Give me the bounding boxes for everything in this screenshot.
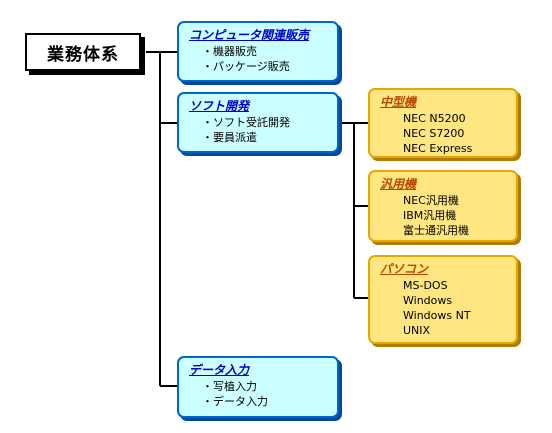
- platform-item: MS-DOS: [403, 279, 448, 292]
- root-label: 業務体系: [47, 44, 119, 65]
- category-items: ・写植入力 ・データ入力: [202, 379, 268, 409]
- category-item: ・パッケージ販売: [202, 60, 290, 73]
- platform-title: パソコン: [380, 262, 429, 276]
- platform-mainframe: 汎用機 NEC汎用機 IBM汎用機 富士通汎用機: [368, 170, 518, 242]
- platform-title: 中型機: [380, 95, 417, 109]
- category-title: コンピュータ関連販売: [189, 28, 310, 42]
- platform-item: IBM汎用機: [403, 209, 457, 222]
- category-item: ・ソフト受託開発: [202, 116, 290, 129]
- category-computer-sales: コンピュータ関連販売 ・機器販売 ・パッケージ販売: [177, 21, 339, 82]
- category-items: ・機器販売 ・パッケージ販売: [202, 44, 290, 74]
- platform-item: Windows NT: [403, 309, 471, 322]
- category-item: ・データ入力: [202, 395, 268, 408]
- platform-item: 富士通汎用機: [403, 224, 469, 237]
- platform-item: Windows: [403, 294, 453, 307]
- platform-items: MS-DOS Windows Windows NT UNIX: [403, 278, 471, 338]
- platform-item: NEC N5200: [403, 112, 466, 125]
- category-title: データ入力: [189, 363, 250, 377]
- platform-item: NEC汎用機: [403, 194, 459, 207]
- platform-item: NEC S7200: [403, 127, 465, 140]
- category-item: ・機器販売: [202, 45, 257, 58]
- platform-item: NEC Express: [403, 142, 473, 155]
- platform-items: NEC汎用機 IBM汎用機 富士通汎用機: [403, 193, 469, 238]
- business-system-root: 業務体系: [25, 33, 141, 71]
- category-title: ソフト開発: [189, 99, 250, 113]
- category-items: ・ソフト受託開発 ・要員派遣: [202, 115, 290, 145]
- category-software-development: ソフト開発 ・ソフト受託開発 ・要員派遣: [177, 92, 339, 153]
- platform-midrange: 中型機 NEC N5200 NEC S7200 NEC Express: [368, 88, 518, 158]
- category-data-entry: データ入力 ・写植入力 ・データ入力: [177, 356, 339, 418]
- platform-title: 汎用機: [380, 177, 417, 191]
- category-item: ・写植入力: [202, 380, 257, 393]
- platform-items: NEC N5200 NEC S7200 NEC Express: [403, 111, 472, 156]
- platform-pc: パソコン MS-DOS Windows Windows NT UNIX: [368, 255, 518, 344]
- platform-item: UNIX: [403, 324, 431, 337]
- category-item: ・要員派遣: [202, 131, 257, 144]
